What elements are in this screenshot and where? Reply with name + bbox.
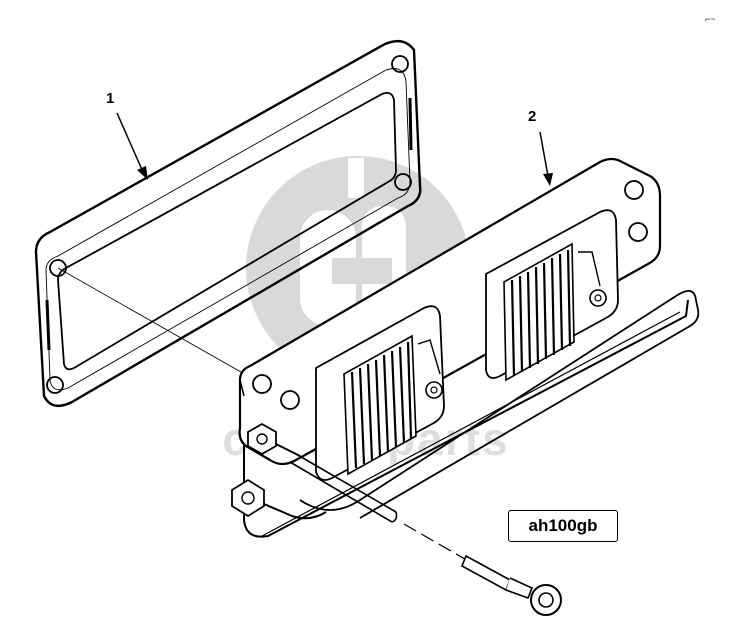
left-heating-grid [343, 334, 443, 476]
power-cable [289, 453, 471, 563]
gasket-part [34, 39, 422, 408]
terminal-stud-lower [231, 478, 327, 520]
callout-arrow-1 [116, 112, 148, 180]
right-heating-grid [503, 242, 607, 382]
terminal-stud-upper [247, 422, 301, 457]
bus-bar [299, 290, 700, 519]
part-code-label: ah100gb [508, 510, 618, 542]
callout-number-2: 2 [528, 108, 537, 125]
callout-arrow-2 [539, 131, 553, 186]
corner-mark: ⌐~ [705, 14, 716, 24]
alignment-leader-line [57, 267, 263, 385]
ring-terminal-cable-end [460, 554, 562, 616]
callout-number-1: 1 [106, 90, 115, 107]
